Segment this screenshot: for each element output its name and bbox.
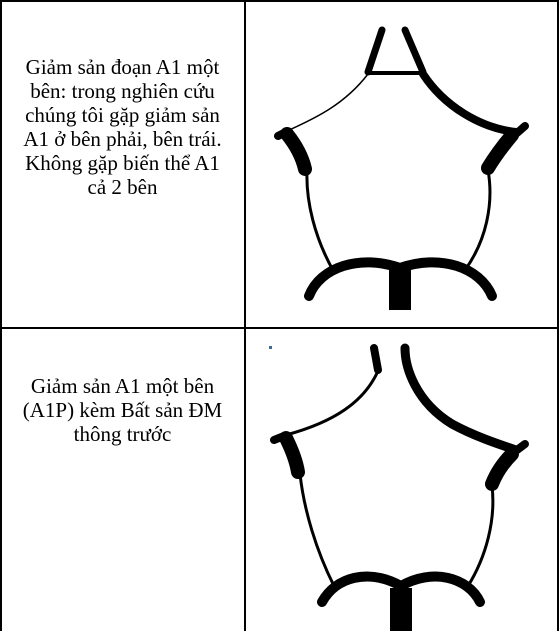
table-row-divider xyxy=(0,327,559,329)
circle-of-willis-a1-hypoplasia-acom-aplasia-diagram xyxy=(270,343,529,631)
row-2-description: Giảm sản A1 một bên (A1P) kèm Bất sản ĐM… xyxy=(22,374,223,446)
row-1-description: Giảm sản đoạn A1 một bên: trong nghiên c… xyxy=(23,55,222,199)
table-right-border xyxy=(557,0,559,631)
table-left-border xyxy=(0,0,2,631)
table-top-border xyxy=(0,0,559,2)
table-column-divider xyxy=(244,0,246,631)
marker-dot xyxy=(269,346,272,349)
circle-of-willis-a1-hypoplasia-diagram xyxy=(274,26,529,310)
